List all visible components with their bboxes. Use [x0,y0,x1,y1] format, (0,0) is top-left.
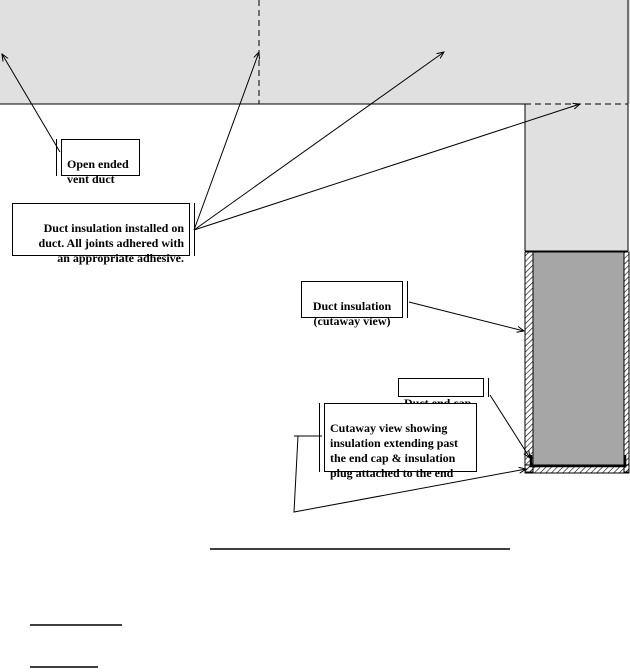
leader-end-cap [489,394,530,458]
insulation-left-wall [524,251,534,473]
label-duct-insulation-installed: Duct insulation installed on duct. All j… [12,203,195,265]
label-open-ended-vent-duct-text: Open ended vent duct [67,157,129,186]
vertical-duct [525,104,628,251]
leader-open-ended-duct [2,54,61,153]
label-open-ended-vent-duct: Open ended vent duct [56,139,140,186]
label-duct-end-cap: Duct end cap [398,378,489,410]
label-duct-insulation-cutaway-text: Duct insulation (cutaway view) [312,299,392,328]
inner-duct-cutaway [532,251,625,466]
label-cutaway-view-explanation: Cutaway view showing insulation extendin… [319,403,477,480]
label-duct-insulation-installed-text: Duct insulation installed on duct. All j… [38,221,184,265]
leader-cutaway-view [293,435,526,513]
horizontal-duct [0,0,630,104]
duct-end-cap-shape [529,455,627,468]
leader-insulation-duct [193,52,444,231]
label-duct-insulation-cutaway: Duct insulation (cutaway view) [301,281,408,328]
label-cutaway-view-explanation-text: Cutaway view showing insulation extendin… [330,421,459,480]
leader-insulation-seam [193,52,259,231]
leader-insulation-cutaway [408,301,524,331]
insulation-right-wall [623,251,630,473]
leader-insulation-joint [193,104,580,231]
